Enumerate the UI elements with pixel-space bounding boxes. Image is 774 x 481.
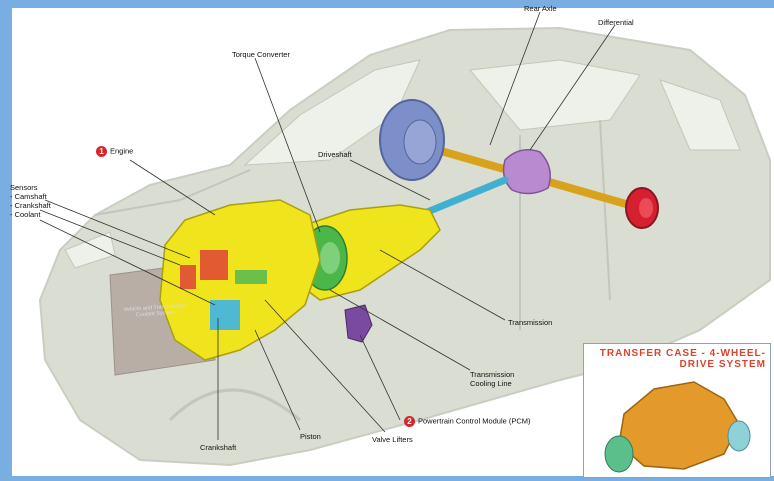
- inset-title: TRANSFER CASE - 4-WHEEL-DRIVE SYSTEM: [590, 348, 766, 370]
- frame-top: [0, 0, 774, 8]
- label-coolant: - Coolant: [10, 210, 51, 219]
- sensor-list: Sensors - Camshaft - Crankshaft - Coolan…: [10, 183, 51, 219]
- label-crankshaft-sensor: - Crankshaft: [10, 201, 51, 210]
- differential: [504, 150, 551, 194]
- label-valve-lifters: Valve Lifters: [372, 435, 413, 444]
- engine-internals-green: [235, 270, 267, 284]
- transfer-case-inset: TRANSFER CASE - 4-WHEEL-DRIVE SYSTEM: [583, 343, 771, 478]
- marker-engine: 1: [96, 146, 107, 157]
- label-transmission-cooling-line: Transmission Cooling Line: [470, 370, 528, 388]
- label-driveshaft: Driveshaft: [318, 150, 352, 159]
- transfer-case: [619, 382, 739, 469]
- label-torque-converter: Torque Converter: [232, 50, 290, 59]
- frame-left: [0, 0, 12, 481]
- engine-internals-red: [200, 250, 228, 280]
- label-rear-axle: Rear Axle: [524, 4, 557, 13]
- label-pcm-text: Powertrain Control Module (PCM): [418, 416, 531, 425]
- engine-internals-red2: [180, 265, 196, 289]
- label-piston: Piston: [300, 432, 321, 441]
- label-crankshaft: Crankshaft: [200, 443, 236, 452]
- marker-pcm: 2: [404, 416, 415, 427]
- label-differential: Differential: [598, 18, 634, 27]
- transfer-case-output-left: [605, 436, 633, 472]
- transfer-case-output-right: [728, 421, 750, 451]
- label-transmission: Transmission: [508, 318, 552, 327]
- label-camshaft: - Camshaft: [10, 192, 51, 201]
- label-engine-text: Engine: [110, 146, 133, 155]
- label-sensors: Sensors: [10, 183, 51, 192]
